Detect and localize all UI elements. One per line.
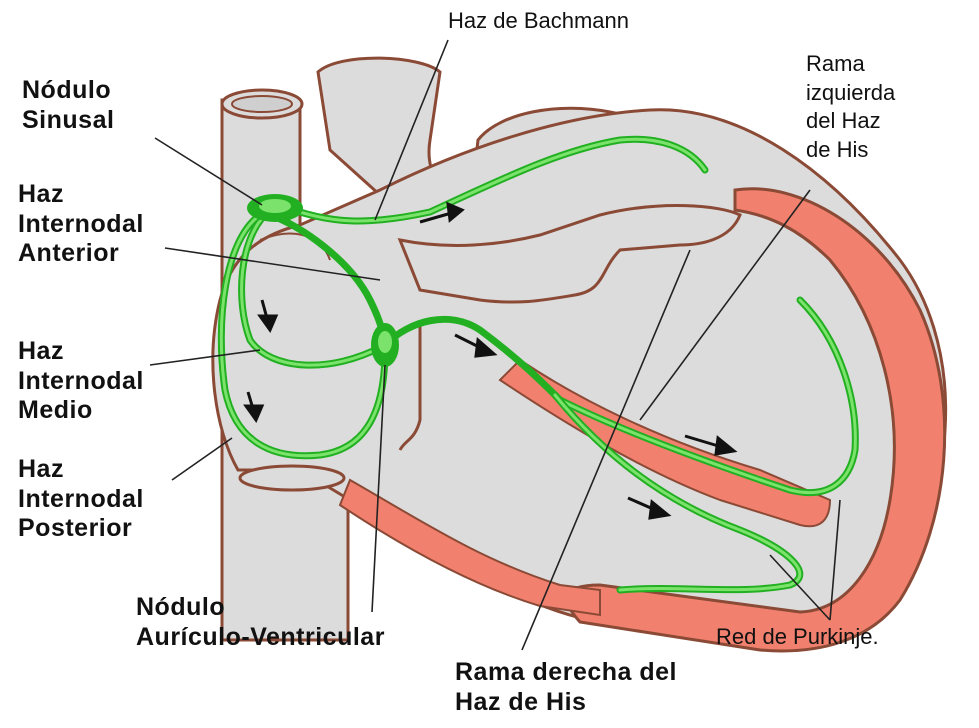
- vena-cava-lower-opening: [240, 466, 344, 490]
- label-nodulo-av: Nódulo Aurículo-Ventricular: [136, 593, 385, 652]
- label-haz-bachmann: Haz de Bachmann: [448, 8, 629, 34]
- label-internodal-posterior: Haz Internodal Posterior: [18, 455, 144, 544]
- label-red-purkinje: Red de Purkinje.: [716, 624, 879, 650]
- label-nodulo-sinusal: Nódulo Sinusal: [22, 76, 114, 135]
- label-rama-derecha: Rama derecha del Haz de His: [455, 658, 677, 717]
- label-internodal-anterior: Haz Internodal Anterior: [18, 180, 144, 269]
- label-internodal-medio: Haz Internodal Medio: [18, 337, 144, 426]
- label-rama-izquierda: Rama izquierda del Haz de His: [806, 50, 895, 164]
